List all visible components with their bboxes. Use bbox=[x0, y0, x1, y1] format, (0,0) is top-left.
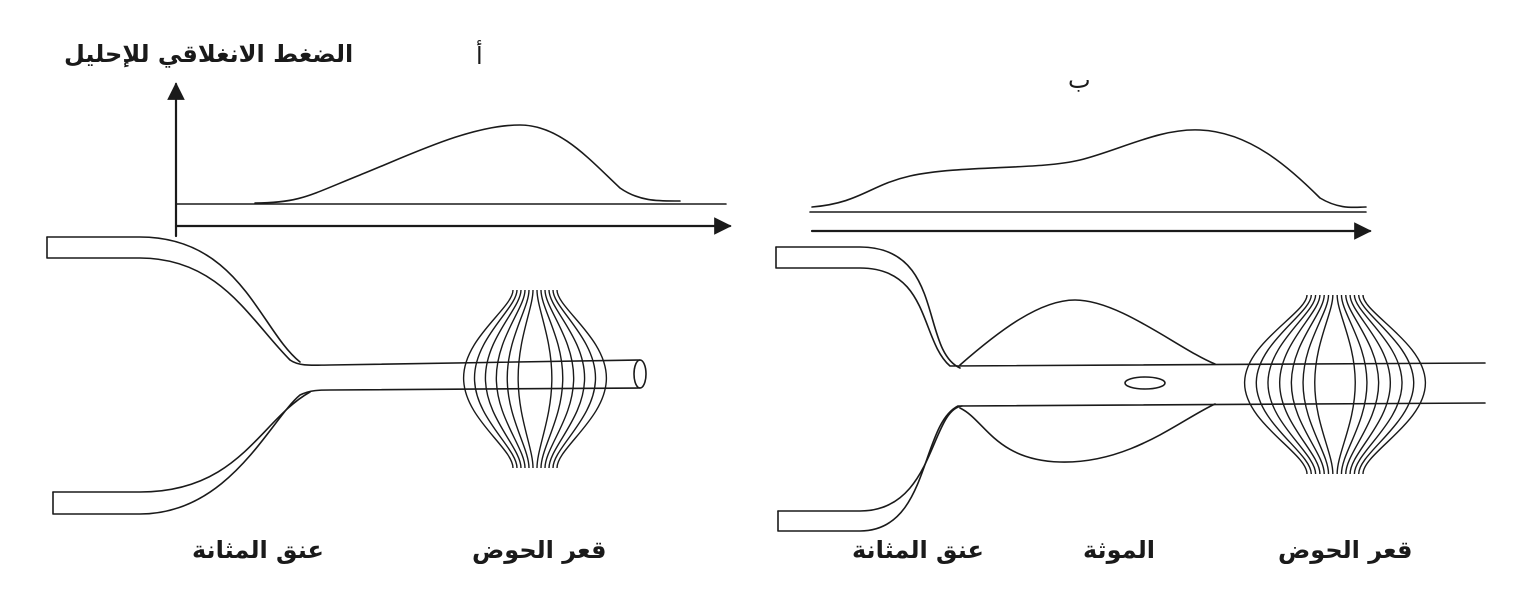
muscle-fibre bbox=[462, 289, 514, 469]
muscle-fibre bbox=[1267, 294, 1317, 475]
muscle-fibre bbox=[1353, 294, 1403, 475]
bladder-inner-top-a bbox=[46, 236, 301, 363]
muscle-fibre bbox=[495, 289, 526, 469]
muscle-fibre bbox=[544, 289, 575, 469]
label-bladder-neck-a: عنق المثانة bbox=[192, 536, 324, 564]
muscle-fibre bbox=[1336, 294, 1356, 475]
label-bladder-neck-b: عنق المثانة bbox=[852, 536, 984, 564]
muscle-fibre bbox=[1255, 294, 1313, 475]
pelvic-floor-muscle-a bbox=[462, 289, 608, 469]
label-pelvic-floor-a: قعر الحوض bbox=[472, 536, 607, 564]
panel-b bbox=[775, 129, 1486, 532]
muscle-fibre bbox=[1243, 294, 1308, 475]
prostate-bottom bbox=[959, 403, 1216, 463]
panel-a-letter: أ bbox=[476, 42, 483, 70]
prostate-top bbox=[959, 299, 1216, 366]
muscle-fibre bbox=[1349, 294, 1392, 475]
muscle-fibre bbox=[556, 289, 608, 469]
muscle-fibre bbox=[1357, 294, 1415, 475]
muscle-fibre bbox=[1362, 294, 1427, 475]
bladder-inner-top-b bbox=[775, 246, 961, 369]
y-axis-label: الضغط الانغلاقي للإحليل bbox=[64, 40, 354, 68]
muscle-fibre bbox=[1340, 294, 1368, 475]
muscle-fibre bbox=[517, 289, 534, 469]
label-pelvic-floor-b: قعر الحوض bbox=[1278, 536, 1413, 564]
bladder-outline-bottom-b bbox=[777, 402, 1486, 532]
bladder-inner-bottom-b bbox=[777, 405, 963, 512]
muscle-fibre bbox=[484, 289, 522, 469]
label-prostate-b: الموثة bbox=[1083, 536, 1155, 564]
urethra-end-a bbox=[633, 359, 647, 389]
bladder-outline-bottom-a bbox=[52, 387, 641, 515]
muscle-fibre bbox=[1302, 294, 1330, 475]
muscle-fibre bbox=[536, 289, 553, 469]
muscle-fibre bbox=[1278, 294, 1321, 475]
muscle-fibre bbox=[548, 289, 586, 469]
bladder-inner-bottom-a bbox=[52, 391, 311, 493]
bladder-outline-a bbox=[46, 236, 641, 367]
panel-a bbox=[46, 82, 732, 515]
pressure-curve-a bbox=[254, 124, 681, 204]
muscle-fibre bbox=[473, 289, 518, 469]
panel-b-letter: ب bbox=[1068, 66, 1091, 94]
pressure-curve-b bbox=[811, 129, 1367, 209]
pelvic-floor-muscle-b bbox=[1243, 294, 1427, 475]
muscle-fibre bbox=[1345, 294, 1380, 475]
urethra-lumen-b bbox=[1124, 376, 1166, 390]
muscle-fibre bbox=[552, 289, 597, 469]
bladder-outline-b bbox=[775, 246, 1486, 367]
muscle-fibre bbox=[540, 289, 564, 469]
muscle-fibre bbox=[506, 289, 530, 469]
muscle-fibre bbox=[1314, 294, 1334, 475]
muscle-fibre bbox=[1290, 294, 1325, 475]
